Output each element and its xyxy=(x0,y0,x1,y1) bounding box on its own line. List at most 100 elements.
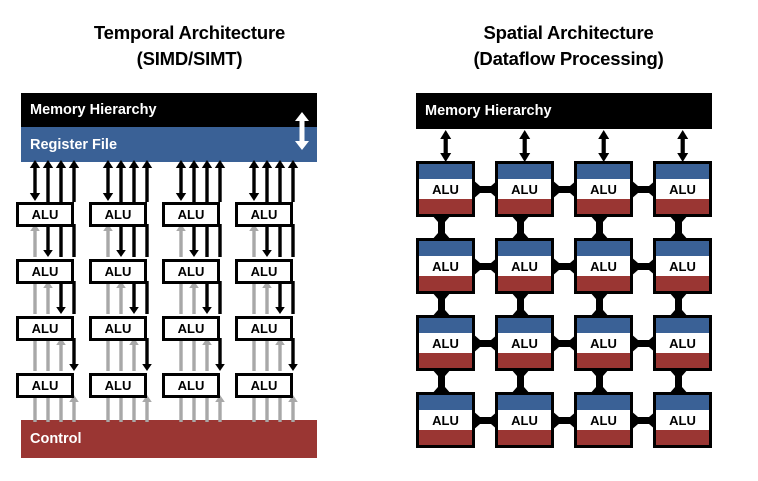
processing-element[interactable]: ALU xyxy=(495,315,554,371)
alu-block[interactable]: ALU xyxy=(162,316,220,341)
alu-block[interactable]: ALU xyxy=(89,259,147,284)
processing-element[interactable]: ALU xyxy=(574,392,633,448)
pe-register-band xyxy=(419,241,472,256)
alu-label: ALU xyxy=(31,321,59,336)
alu-block[interactable]: ALU xyxy=(16,202,74,227)
alu-block[interactable]: ALU xyxy=(162,373,220,398)
spatial-architecture-panel: Spatial Architecture (Dataflow Processin… xyxy=(379,0,758,481)
processing-element[interactable]: ALU xyxy=(416,392,475,448)
pe-control-band xyxy=(577,199,630,214)
processing-element[interactable]: ALU xyxy=(653,315,712,371)
pe-register-band xyxy=(656,164,709,179)
alu-block[interactable]: ALU xyxy=(235,316,293,341)
alu-block[interactable]: ALU xyxy=(235,373,293,398)
pe-alu-label: ALU xyxy=(498,179,551,199)
alu-label: ALU xyxy=(104,264,132,279)
alu-label: ALU xyxy=(177,321,205,336)
spatial-title-line-1: Spatial Architecture xyxy=(483,22,654,43)
pe-control-band xyxy=(498,276,551,291)
register-file-label: Register File xyxy=(30,136,118,153)
pe-alu-label: ALU xyxy=(498,410,551,430)
pe-control-band xyxy=(419,199,472,214)
alu-block[interactable]: ALU xyxy=(16,259,74,284)
alu-label: ALU xyxy=(104,207,132,222)
pe-control-band xyxy=(419,430,472,445)
alu-label: ALU xyxy=(250,264,278,279)
spatial-memory-hierarchy-block: Memory Hierarchy xyxy=(416,93,712,129)
temporal-panel-title: Temporal Architecture (SIMD/SIMT) xyxy=(0,20,379,72)
alu-gap-3-arrows xyxy=(33,338,298,371)
pe-control-band xyxy=(656,276,709,291)
alu-block[interactable]: ALU xyxy=(89,373,147,398)
alu-label: ALU xyxy=(31,207,59,222)
control-label: Control xyxy=(30,431,82,447)
alu-block[interactable]: ALU xyxy=(162,259,220,284)
double-headed-arrow-icon xyxy=(295,112,309,150)
processing-element[interactable]: ALU xyxy=(653,392,712,448)
pe-alu-label: ALU xyxy=(419,410,472,430)
alu-block[interactable]: ALU xyxy=(235,202,293,227)
processing-element[interactable]: ALU xyxy=(653,161,712,217)
temporal-memory-hierarchy-block: Memory Hierarchy xyxy=(21,93,317,127)
processing-element[interactable]: ALU xyxy=(416,315,475,371)
alu-block[interactable]: ALU xyxy=(89,202,147,227)
memory-to-pe-arrows xyxy=(440,130,689,162)
pe-alu-label: ALU xyxy=(656,256,709,276)
pe-control-band xyxy=(656,353,709,368)
pe-control-band xyxy=(498,430,551,445)
alu-label: ALU xyxy=(177,207,205,222)
pe-register-band xyxy=(577,395,630,410)
pe-register-band xyxy=(577,164,630,179)
processing-element[interactable]: ALU xyxy=(574,315,633,371)
alu-label: ALU xyxy=(250,321,278,336)
pe-register-band xyxy=(419,318,472,333)
pe-register-band xyxy=(419,164,472,179)
pe-alu-label: ALU xyxy=(498,256,551,276)
alu-block[interactable]: ALU xyxy=(16,373,74,398)
pe-register-band xyxy=(498,164,551,179)
pe-alu-label: ALU xyxy=(656,179,709,199)
alu-block[interactable]: ALU xyxy=(162,202,220,227)
pe-alu-label: ALU xyxy=(656,410,709,430)
pe-register-band xyxy=(419,395,472,410)
processing-element[interactable]: ALU xyxy=(416,238,475,294)
pe-register-band xyxy=(498,318,551,333)
alu-block[interactable]: ALU xyxy=(16,316,74,341)
regfile-to-alu-arrows xyxy=(29,160,299,202)
control-block: Control xyxy=(21,420,317,458)
processing-element[interactable]: ALU xyxy=(495,392,554,448)
pe-control-band xyxy=(577,430,630,445)
temporal-title-line-1: Temporal Architecture xyxy=(93,22,286,43)
alu-label: ALU xyxy=(177,264,205,279)
processing-element[interactable]: ALU xyxy=(495,238,554,294)
alu-to-control-arrows xyxy=(33,395,298,422)
pe-control-band xyxy=(498,199,551,214)
pe-alu-label: ALU xyxy=(577,333,630,353)
pe-alu-label: ALU xyxy=(577,256,630,276)
pe-register-band xyxy=(577,241,630,256)
pe-alu-label: ALU xyxy=(419,179,472,199)
alu-block[interactable]: ALU xyxy=(235,259,293,284)
pe-alu-label: ALU xyxy=(498,333,551,353)
alu-block[interactable]: ALU xyxy=(89,316,147,341)
pe-control-band xyxy=(656,430,709,445)
pe-control-band xyxy=(419,353,472,368)
spatial-title-line-2: (Dataflow Processing) xyxy=(473,48,664,69)
pe-register-band xyxy=(577,318,630,333)
pe-control-band xyxy=(498,353,551,368)
register-file-block: Register File xyxy=(21,127,317,162)
processing-element[interactable]: ALU xyxy=(495,161,554,217)
alu-label: ALU xyxy=(31,378,59,393)
pe-register-band xyxy=(498,395,551,410)
spatial-panel-title: Spatial Architecture (Dataflow Processin… xyxy=(379,20,758,72)
temporal-architecture-panel: Temporal Architecture (SIMD/SIMT) Memory… xyxy=(0,20,379,458)
pe-alu-label: ALU xyxy=(419,256,472,276)
processing-element[interactable]: ALU xyxy=(416,161,475,217)
pe-control-band xyxy=(419,276,472,291)
pe-control-band xyxy=(577,276,630,291)
processing-element[interactable]: ALU xyxy=(574,161,633,217)
processing-element[interactable]: ALU xyxy=(574,238,633,294)
pe-alu-label: ALU xyxy=(577,410,630,430)
alu-label: ALU xyxy=(31,264,59,279)
processing-element[interactable]: ALU xyxy=(653,238,712,294)
